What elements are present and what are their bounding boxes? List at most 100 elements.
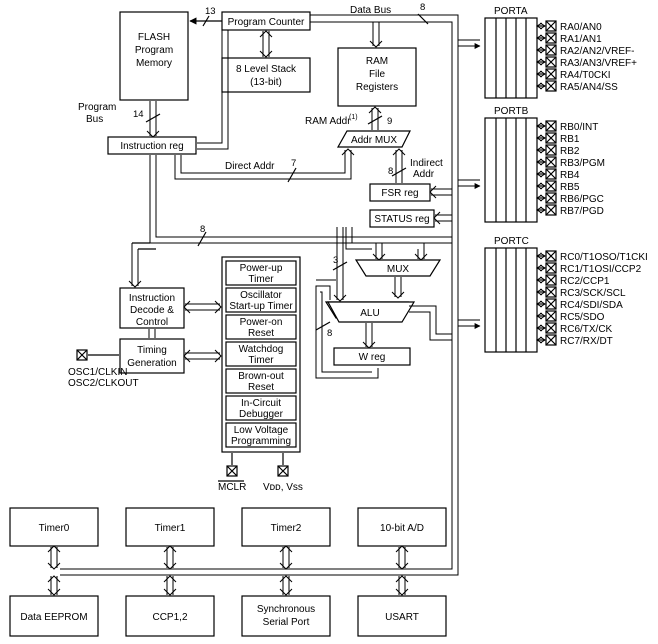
flash-label-3: Memory	[136, 58, 172, 69]
peripheral-bottom-0-label: Data EEPROM	[20, 612, 87, 623]
instruction-reg-label: Instruction reg	[120, 141, 183, 152]
data-bus-label: Data Bus	[350, 5, 391, 16]
control-unit-4	[225, 368, 297, 394]
program-bus-width: 14	[133, 109, 144, 120]
decode-label-3: Control	[136, 317, 168, 328]
port-1-pin-3-label: RB3/PGM	[560, 158, 605, 169]
peripheral-top-3-label: 10-bit A/D	[380, 523, 424, 534]
port-2-pin-5-label: RC5/SDO	[560, 312, 605, 323]
port-1-pin-2-label: RB2	[560, 146, 580, 157]
port-1-name: PORTB	[494, 106, 529, 117]
port-0-pin-5-cross	[545, 80, 557, 92]
port-2-register	[484, 247, 538, 353]
peripheral-bottom-2-label-1: Synchronous	[257, 604, 315, 615]
control-unit-0-line-2: Timer	[248, 274, 274, 285]
port-2-pin-6-cross	[545, 322, 557, 334]
peripheral-bottom-1-arrows	[163, 575, 177, 596]
port-2-pin-6-arrow	[536, 324, 546, 332]
port-2-pin-7-cross	[545, 334, 557, 346]
port-0-pin-0-cross	[545, 20, 557, 32]
program-counter	[221, 11, 311, 31]
vdd-vss-label: Vᴅᴅ, Vss	[263, 482, 303, 493]
peripheral-bottom-0	[9, 595, 99, 637]
peripheral-top-3-link	[398, 547, 406, 568]
control-unit-0	[225, 260, 297, 286]
control-unit-1-line-1: Oscillator	[240, 290, 282, 301]
port-1-pin-5-label: RB5	[560, 182, 580, 193]
port-0-pin-2-arrow	[536, 46, 546, 54]
peripheral-bottom-3-label: USART	[385, 612, 419, 623]
peripheral-top-2-arrows	[279, 545, 293, 570]
indirect-addr-label-2: Addr	[413, 169, 435, 180]
peripheral-top-3	[357, 507, 447, 547]
port-1-pin-7-label: RB7/PGD	[560, 206, 604, 217]
port-2-pin-1-cross	[545, 262, 557, 274]
flash-label-2: Program	[135, 45, 173, 56]
control-unit-5-line-1: In-Circuit	[241, 398, 281, 409]
port-0-pin-3-cross	[545, 56, 557, 68]
program-bus-label-1: Program	[78, 102, 116, 113]
peripheral-top-1-label: Timer1	[155, 523, 186, 534]
peripheral-bottom-3	[357, 595, 447, 637]
ram-addr-sup: (1)	[349, 114, 358, 121]
port-0-pin-0-arrow	[536, 22, 546, 30]
port-0-pin-2-label: RA2/AN2/VREF-	[560, 46, 634, 57]
peripheral-bottom-2	[241, 595, 331, 637]
peripheral-top-2	[241, 507, 331, 547]
port-2-pin-4-arrow	[536, 300, 546, 308]
control-unit-1	[225, 287, 297, 313]
port-1-pin-1-cross	[545, 132, 557, 144]
ram-addr-width: 9	[387, 116, 392, 127]
program-bus-label-2: Bus	[86, 114, 103, 125]
direct-addr-label: Direct Addr	[225, 161, 275, 172]
port-2-pin-1-arrow	[536, 264, 546, 272]
port-1-pin-0-arrow	[536, 122, 546, 130]
port-1-pin-1-arrow	[536, 134, 546, 142]
mux-label: MUX	[387, 264, 410, 275]
peripheral-top-2-link	[282, 547, 290, 568]
port-2-pin-3-label: RC3/SCK/SCL	[560, 288, 626, 299]
control-unit-1-line-2: Start-up Timer	[229, 301, 293, 312]
port-0-pin-4-arrow	[536, 70, 546, 78]
port-2-pin-1-label: RC1/T1OSI/CCP2	[560, 264, 642, 275]
port-0-name: PORTA	[494, 6, 528, 17]
osc-label-1: OSC1/CLKIN	[68, 367, 127, 378]
peripheral-top-2-label: Timer2	[271, 523, 302, 534]
peripheral-bottom-1-label: CCP1,2	[152, 612, 187, 623]
peripheral-top-1-link	[166, 547, 174, 568]
internal-bus-width: 8	[200, 224, 205, 235]
port-0-register	[484, 17, 538, 99]
timing-generation	[119, 338, 185, 374]
stack	[221, 57, 311, 93]
stack-label-1: 8 Level Stack	[236, 64, 297, 75]
flash-program-memory	[119, 11, 189, 101]
program-counter-label: Program Counter	[228, 17, 305, 28]
port-2-pin-2-label: RC2/CCP1	[560, 276, 610, 287]
port-2-pin-6-label: RC6/TX/CK	[560, 324, 613, 335]
port-1-pin-1-label: RB1	[560, 134, 580, 145]
control-unit-3-line-2: Timer	[248, 355, 274, 366]
port-2-pin-7-arrow	[536, 336, 546, 344]
mclr-label: MCLR	[218, 482, 246, 493]
peripheral-bottom-2-arrows	[279, 575, 293, 596]
addr-mux	[336, 130, 411, 148]
ram-label-1: RAM	[366, 56, 388, 67]
port-1-pin-4-arrow	[536, 170, 546, 178]
port-1-pin-2-cross	[545, 144, 557, 156]
peripheral-top-0	[9, 507, 99, 547]
port-2-pin-5-arrow	[536, 312, 546, 320]
port-0-pin-0-label: RA0/AN0	[560, 22, 602, 33]
timing-label-2: Generation	[127, 358, 176, 369]
control-unit-5-line-2: Debugger	[239, 409, 284, 420]
peripheral-bottom-1	[125, 595, 215, 637]
peripheral-bottom-3-link	[398, 576, 406, 595]
instruction-reg	[107, 136, 197, 155]
decode-label-1: Instruction	[129, 293, 175, 304]
control-unit-2	[225, 314, 297, 340]
port-2-pin-2-cross	[545, 274, 557, 286]
peripheral-bottom-1-link	[166, 576, 174, 595]
port-0-pin-5-arrow	[536, 82, 546, 90]
